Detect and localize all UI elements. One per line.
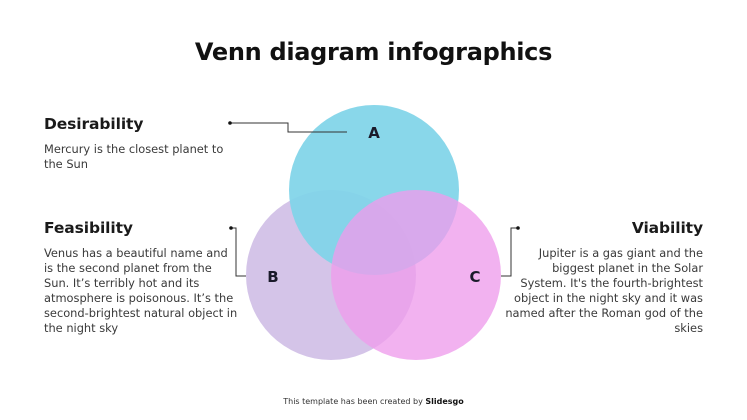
connector-b <box>231 227 246 277</box>
desirability-body: Mercury is the closest planet to the Sun <box>44 142 224 171</box>
viability-heading: Viability <box>631 219 703 237</box>
connector-b-dot <box>229 226 233 230</box>
circle-label-a: A <box>368 124 380 142</box>
connector-c-dot <box>516 226 520 230</box>
desirability-heading: Desirability <box>44 115 144 133</box>
viability-block: Viability Jupiter is a gas giant and the… <box>503 219 703 336</box>
footer-credit: This template has been created by Slides… <box>0 397 747 406</box>
feasibility-body: Venus has a beautiful name and is the se… <box>44 246 238 335</box>
slide-title: Venn diagram infographics <box>194 38 553 66</box>
viability-body: Jupiter is a gas giant and the biggest p… <box>505 246 703 335</box>
desirability-block: Desirability Mercury is the closest plan… <box>44 115 234 172</box>
footer-brand[interactable]: Slidesgo <box>425 397 464 406</box>
feasibility-block: Feasibility Venus has a beautiful name a… <box>44 219 239 336</box>
footer-prefix: This template has been created by <box>283 397 423 406</box>
feasibility-heading: Feasibility <box>44 219 133 237</box>
circle-label-c: C <box>469 268 480 286</box>
circle-label-b: B <box>267 268 278 286</box>
circle-c <box>331 190 501 360</box>
connector-a <box>230 122 347 133</box>
connector-c <box>501 227 518 277</box>
connector-a-dot <box>228 121 232 125</box>
